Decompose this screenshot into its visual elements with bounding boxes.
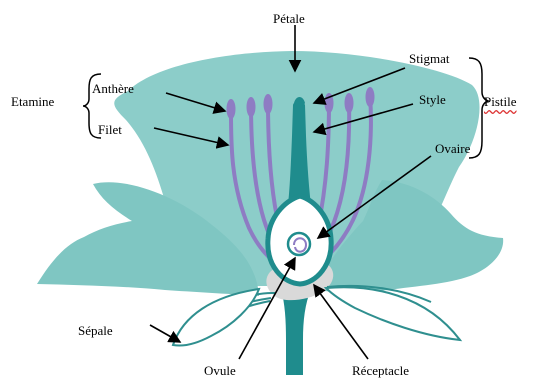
label-petale: Pétale [273, 12, 305, 25]
label-anthere: Anthère [92, 82, 134, 95]
anther-6 [366, 87, 375, 107]
label-etamine: Etamine [11, 95, 54, 108]
anther-1 [227, 99, 236, 119]
anther-3 [264, 94, 273, 114]
label-stigmat: Stigmat [409, 52, 449, 65]
label-receptacle: Réceptacle [352, 364, 409, 377]
label-pistile-text: Pistile [484, 94, 517, 109]
label-filet: Filet [98, 123, 122, 136]
label-ovaire: Ovaire [435, 142, 470, 155]
label-ovule: Ovule [204, 364, 236, 377]
label-style: Style [419, 93, 446, 106]
ovary [268, 196, 331, 284]
label-sepale: Sépale [78, 324, 113, 337]
label-pistile: Pistile [484, 95, 517, 108]
sepal-left-leaf [173, 289, 259, 346]
arrow-sepale [150, 325, 180, 342]
anther-5 [345, 93, 354, 113]
stem [281, 289, 311, 375]
sepal-right-leaf [326, 287, 460, 340]
anther-2 [247, 97, 256, 117]
